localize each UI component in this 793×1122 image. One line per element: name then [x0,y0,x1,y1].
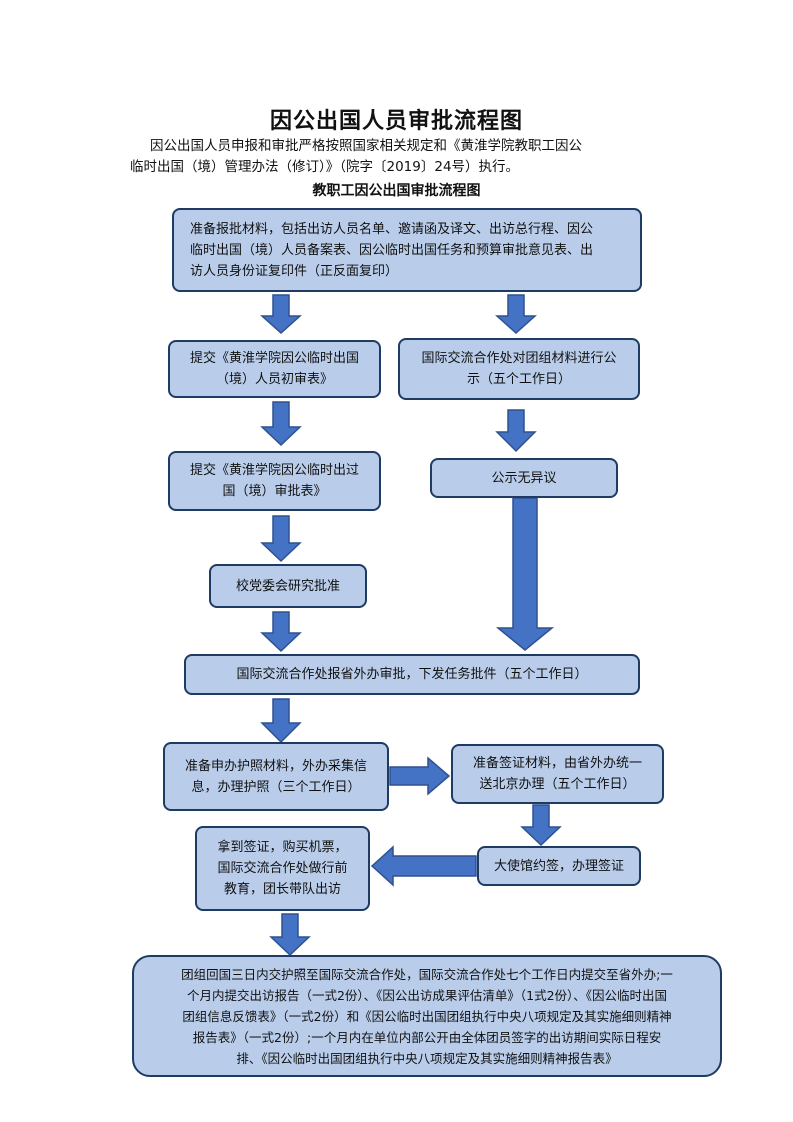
arrow-left-icon [370,845,477,887]
step-departure: 拿到签证，购买机票， 国际交流合作处做行前 教育，团长带队出访 [195,826,370,911]
arrow-down-icon [520,804,562,847]
arrow-down-icon [260,698,302,744]
step-text: 访人员身份证复印件（正反面复印） [190,263,399,279]
step-text: 准备签证材料，由省外办统一 [472,756,642,771]
step-party-committee: 校党委会研究批准 [209,564,367,608]
arrow-down-icon [269,913,311,957]
step-text: 大使馆约签，办理签证 [493,858,624,874]
step-text: 准备报批材料，包括出访人员名单、邀请函及译文、出访总行程、因公 [190,221,594,237]
step-text: 国际交流合作处报省外办审批，下发任务批件（五个工作日） [236,667,588,682]
step-text: 国际交流合作处做行前 [217,861,348,876]
step-text: 提交《黄淮学院因公临时出过 [189,463,359,478]
step-text: 息，办理护照（三个工作日） [191,779,361,795]
step-embassy-interview: 大使馆约签，办理签证 [477,846,641,886]
arrow-right-icon [389,756,451,796]
step-return-report: 团组回国三日内交护照至国际交流合作处，国际交流合作处七个工作日内提交至省外办;一… [132,955,722,1077]
step-text: 国际交流合作处对团组材料进行公 [421,351,617,366]
step-text: 提交《黄淮学院因公临时出国 [189,351,359,366]
step-text: 临时出国（境）人员备案表、因公临时出国任务和预算审批意见表、出 [190,242,594,258]
intro-paragraph: 因公出国人员申报和审批严格按照国家相关规定和《黄淮学院教职工因公 临时出国（境）… [130,136,670,178]
step-visa-materials: 准备签证材料，由省外办统一 送北京办理（五个工作日） [451,744,664,804]
intro-line: 因公出国人员申报和审批严格按照国家相关规定和《黄淮学院教职工因公 [150,138,582,154]
flowchart-subtitle: 教职工因公出国审批流程图 [312,183,481,199]
step-text: （境）人员初审表》 [215,372,333,387]
arrow-down-icon [260,611,302,653]
step-text: 送北京办理（五个工作日） [479,777,636,792]
step-publicity: 国际交流合作处对团组材料进行公 示（五个工作日） [398,338,640,400]
step-text: 校党委会研究批准 [235,578,340,594]
step-prepare-materials: 准备报批材料，包括出访人员名单、邀请函及译文、出访总行程、因公 临时出国（境）人… [172,208,642,292]
step-text: 教育，团长带队出访 [223,882,341,897]
step-text: 示（五个工作日） [466,372,571,387]
step-passport: 准备申办护照材料，外办采集信 息，办理护照（三个工作日） [163,742,389,811]
step-text: 团组回国三日内交护照至国际交流合作处，国际交流合作处七个工作日内提交至省外办;一 [181,966,673,982]
step-foreign-affairs-approval: 国际交流合作处报省外办审批，下发任务批件（五个工作日） [184,654,640,695]
arrow-down-icon [495,497,555,651]
step-no-objection: 公示无异议 [430,458,618,498]
step-text: 报告表》（一式2份）;一个月内在单位内部公开由全体团员签字的出访期间实际日程安 [192,1029,662,1045]
arrow-down-icon [495,409,537,453]
step-submit-initial-review: 提交《黄淮学院因公临时出国 （境）人员初审表》 [168,340,381,398]
step-text: 公示无异议 [491,470,557,486]
step-text: 拿到签证，购买机票， [217,840,348,855]
page-title: 因公出国人员审批流程图 [269,109,523,134]
arrow-down-icon [260,401,302,447]
step-text: 个月内提交出访报告（一式2份）、《因公出访成果评估清单》（1式2份）、《因公临时… [186,987,668,1003]
step-text: 排、《因公临时出国团组执行中央八项规定及其实施细则精神报告表》 [236,1050,618,1066]
arrow-down-icon [260,294,302,335]
arrow-down-icon [260,515,302,563]
arrow-down-icon [495,294,537,335]
intro-line: 临时出国（境）管理办法（修订）》（院字〔2019〕24号）执行。 [130,159,520,175]
step-text: 团组信息反馈表》（一式2份）和《因公临时出国团组执行中央八项规定及其实施细则精神 [182,1008,672,1024]
step-text: 国（境）审批表》 [222,484,327,499]
step-submit-approval-form: 提交《黄淮学院因公临时出过 国（境）审批表》 [168,451,381,511]
step-text: 准备申办护照材料，外办采集信 [184,758,367,774]
